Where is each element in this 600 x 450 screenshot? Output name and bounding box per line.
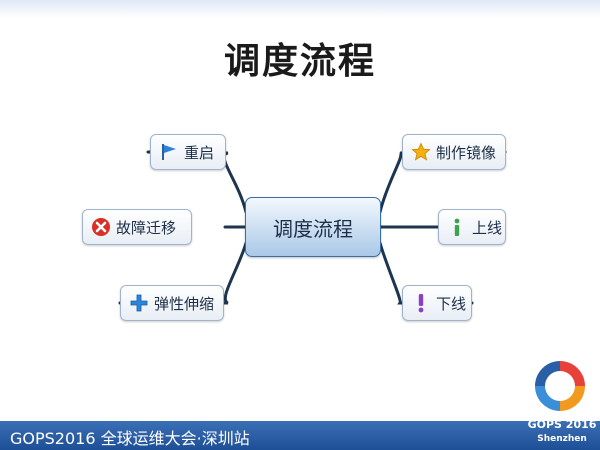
branch-online: 上线: [438, 209, 506, 245]
link-image: [378, 150, 507, 214]
gops-logo: GOPS 2016 Shenzhen: [520, 356, 600, 450]
branch-scaling: 弹性伸缩: [120, 285, 224, 321]
link-scaling: [118, 241, 248, 305]
branch-online-label: 上线: [472, 218, 503, 237]
branch-failover: 故障迁移: [82, 209, 192, 245]
branch-restart-label: 重启: [184, 143, 215, 162]
flag-icon: [162, 144, 176, 160]
logo-city-text: Shenzhen: [537, 434, 587, 444]
center-node: 调度流程: [245, 197, 381, 257]
branch-make-image-label: 制作镜像: [436, 143, 497, 162]
info-icon: [454, 218, 460, 236]
branch-scaling-label: 弹性伸缩: [154, 294, 215, 313]
branch-offline-label: 下线: [436, 294, 467, 313]
branch-restart: 重启: [150, 134, 226, 170]
branch-make-image: 制作镜像: [402, 134, 506, 170]
link-offline: [378, 241, 474, 305]
footer-bar: GOPS2016 全球运维大会·深圳站: [0, 421, 600, 450]
gops-logo-mark-icon: [533, 359, 587, 413]
branch-offline: 下线: [402, 285, 472, 321]
branch-failover-label: 故障迁移: [116, 218, 177, 237]
star-icon: [411, 142, 431, 161]
link-restart: [146, 150, 248, 214]
error-x-icon: [92, 218, 110, 236]
footer-text: GOPS2016 全球运维大会·深圳站: [10, 429, 250, 448]
top-gradient-band: [0, 0, 600, 18]
plus-icon: [130, 294, 148, 312]
exclamation-icon: [418, 294, 424, 313]
slide-title: 调度流程: [223, 41, 376, 82]
logo-brand-text: GOPS 2016: [527, 418, 597, 431]
center-node-label: 调度流程: [273, 216, 353, 241]
